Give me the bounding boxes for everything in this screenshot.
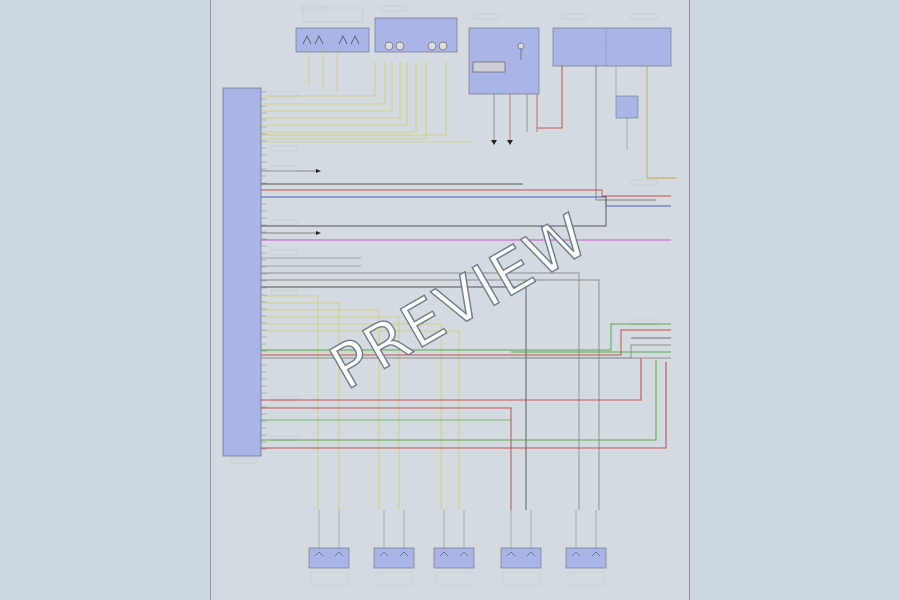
top-component-2 <box>374 17 458 53</box>
sensor-label-block <box>567 571 605 587</box>
label-placeholder <box>230 457 258 464</box>
relay-icon <box>379 551 389 557</box>
relay-icon <box>459 551 469 557</box>
arrow-down-icon <box>507 140 513 145</box>
module-pin-rows <box>261 91 267 450</box>
sensor-connector-icon <box>384 41 394 51</box>
wire <box>261 295 319 510</box>
label-placeholder <box>300 5 328 12</box>
sensor-box <box>565 547 607 569</box>
label-placeholder <box>380 5 408 12</box>
label-placeholder <box>630 13 658 20</box>
sensor-box <box>373 547 415 569</box>
relay-icon <box>571 551 581 557</box>
wiring-diagram <box>222 5 676 587</box>
top-component-4 <box>552 27 672 119</box>
arrow-left-icon <box>316 231 321 235</box>
sensor-label-block <box>435 571 473 587</box>
label-placeholder <box>270 249 298 256</box>
label-placeholder <box>270 145 298 152</box>
wire <box>261 196 671 207</box>
sensor-box <box>500 547 542 569</box>
diagram-page <box>210 0 690 600</box>
wire <box>261 62 393 112</box>
wire <box>261 62 427 140</box>
wire-group <box>261 52 676 510</box>
label-placeholder <box>270 435 298 442</box>
wire <box>261 62 376 97</box>
top-component-1 <box>295 7 370 53</box>
sensor-label-block <box>375 571 413 587</box>
relay-icon <box>334 551 344 557</box>
wire <box>261 330 460 510</box>
wire <box>261 360 657 441</box>
relay-icon <box>506 551 516 557</box>
top-component-3 <box>468 27 540 95</box>
wire <box>261 309 380 510</box>
wire <box>261 362 667 449</box>
bottom-sensor-group <box>308 510 607 587</box>
label-placeholder <box>472 13 500 20</box>
wire <box>646 66 676 179</box>
wire <box>595 66 656 201</box>
wire <box>261 358 642 401</box>
wire <box>261 279 600 510</box>
relay-icon <box>591 551 601 557</box>
sensor-box <box>433 547 475 569</box>
wire <box>537 66 563 129</box>
wire <box>261 286 527 510</box>
wire <box>261 329 671 356</box>
wire <box>261 272 580 510</box>
wire <box>261 316 400 510</box>
wire <box>261 323 671 351</box>
label-placeholder <box>270 219 298 226</box>
wire <box>261 62 401 119</box>
label-placeholder <box>270 165 298 172</box>
wire <box>261 62 447 136</box>
label-block-group <box>230 5 658 464</box>
sensor-label-block <box>502 571 540 587</box>
wire <box>261 62 417 133</box>
left-control-module <box>222 87 262 457</box>
label-placeholder <box>630 319 658 326</box>
arrow-left-icon <box>316 169 321 173</box>
label-placeholder <box>270 395 298 402</box>
label-placeholder <box>560 13 588 20</box>
wire <box>261 407 512 510</box>
wire <box>261 302 340 510</box>
sensor-label-block <box>310 571 348 587</box>
arrow-down-icon <box>491 140 497 145</box>
wire <box>261 197 607 227</box>
wire <box>261 62 386 105</box>
label-placeholder <box>630 179 658 186</box>
relay-icon <box>399 551 409 557</box>
label-placeholder <box>270 91 298 98</box>
wire <box>261 189 671 197</box>
sensor-box <box>308 547 350 569</box>
relay-icon <box>314 551 324 557</box>
relay-icon <box>526 551 536 557</box>
label-placeholder <box>270 289 298 296</box>
wire <box>261 62 408 126</box>
relay-icon <box>439 551 449 557</box>
